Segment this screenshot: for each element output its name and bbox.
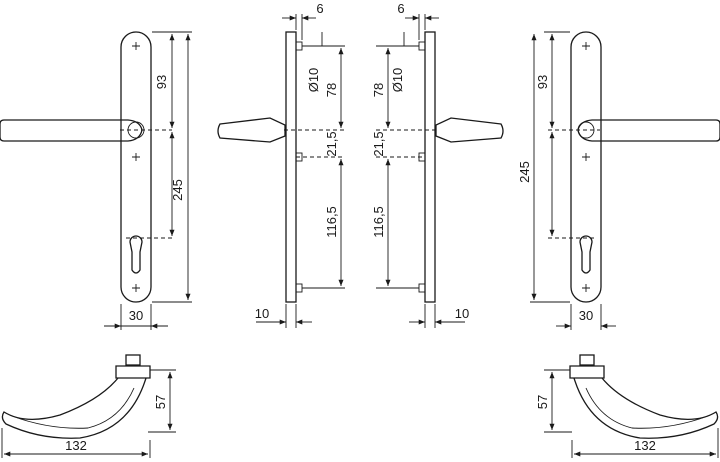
dim-10-left: 10 (255, 306, 269, 321)
screw-icon (132, 153, 140, 161)
side-view-left: 6 Ø10 78 21,5 116,5 10 (217, 1, 345, 328)
screw-icon (132, 284, 140, 292)
screw-icon (132, 42, 140, 50)
backplate-left (120, 31, 152, 303)
dim-6-left: 6 (316, 1, 323, 16)
rose-right (569, 365, 605, 379)
dim-116-5-left: 116,5 (324, 206, 339, 238)
backplate-right (570, 31, 602, 303)
lever-side-right (435, 117, 504, 143)
dim-132-left: 132 (65, 438, 87, 453)
dim-bore-left: Ø10 (306, 68, 321, 93)
front-view-left: 93 245 30 (0, 31, 192, 330)
dim-30-right: 30 (579, 308, 593, 323)
dim-21-5-left: 21,5 (324, 131, 339, 156)
dim-10-right: 10 (455, 306, 469, 321)
spindle-boss-right (579, 354, 595, 366)
lever-arm-left (0, 119, 143, 142)
lever-grip-right (585, 387, 709, 429)
dim-93-right: 93 (535, 75, 550, 89)
dim-21-5-right: 21,5 (371, 131, 386, 156)
screw-icon (582, 42, 590, 50)
backplate-side-left (285, 31, 297, 303)
lever-side-left (217, 117, 286, 143)
dim-132-right: 132 (634, 438, 656, 453)
front-view-right: 93 245 30 (517, 31, 720, 330)
lever-top-view-left: 57 132 (1, 354, 176, 458)
lever-grip-left (11, 387, 135, 429)
keyhole-icon (129, 235, 143, 274)
dim-57-right: 57 (535, 395, 550, 409)
lever-body-left (1, 377, 147, 439)
dim-78-left: 78 (324, 83, 339, 97)
dim-245-right: 245 (517, 161, 532, 183)
spindle-boss-left (125, 354, 141, 366)
lever-top-view-right: 57 132 (535, 354, 719, 458)
dim-bore-right: Ø10 (390, 68, 405, 93)
dim-78-right: 78 (371, 83, 386, 97)
lever-body-right (573, 377, 719, 439)
keyhole-icon (579, 235, 593, 274)
screw-icon (582, 284, 590, 292)
backplate-side-right (424, 31, 436, 303)
dim-93-left: 93 (154, 75, 169, 89)
screw-icon (582, 153, 590, 161)
dim-116-5-right: 116,5 (371, 206, 386, 238)
dim-30-left: 30 (129, 308, 143, 323)
side-view-right: 6 Ø10 78 21,5 116,5 10 (371, 1, 504, 328)
rose-left (115, 365, 151, 379)
dim-6-right: 6 (397, 1, 404, 16)
dim-57-left: 57 (153, 395, 168, 409)
lever-arm-right (577, 119, 720, 142)
